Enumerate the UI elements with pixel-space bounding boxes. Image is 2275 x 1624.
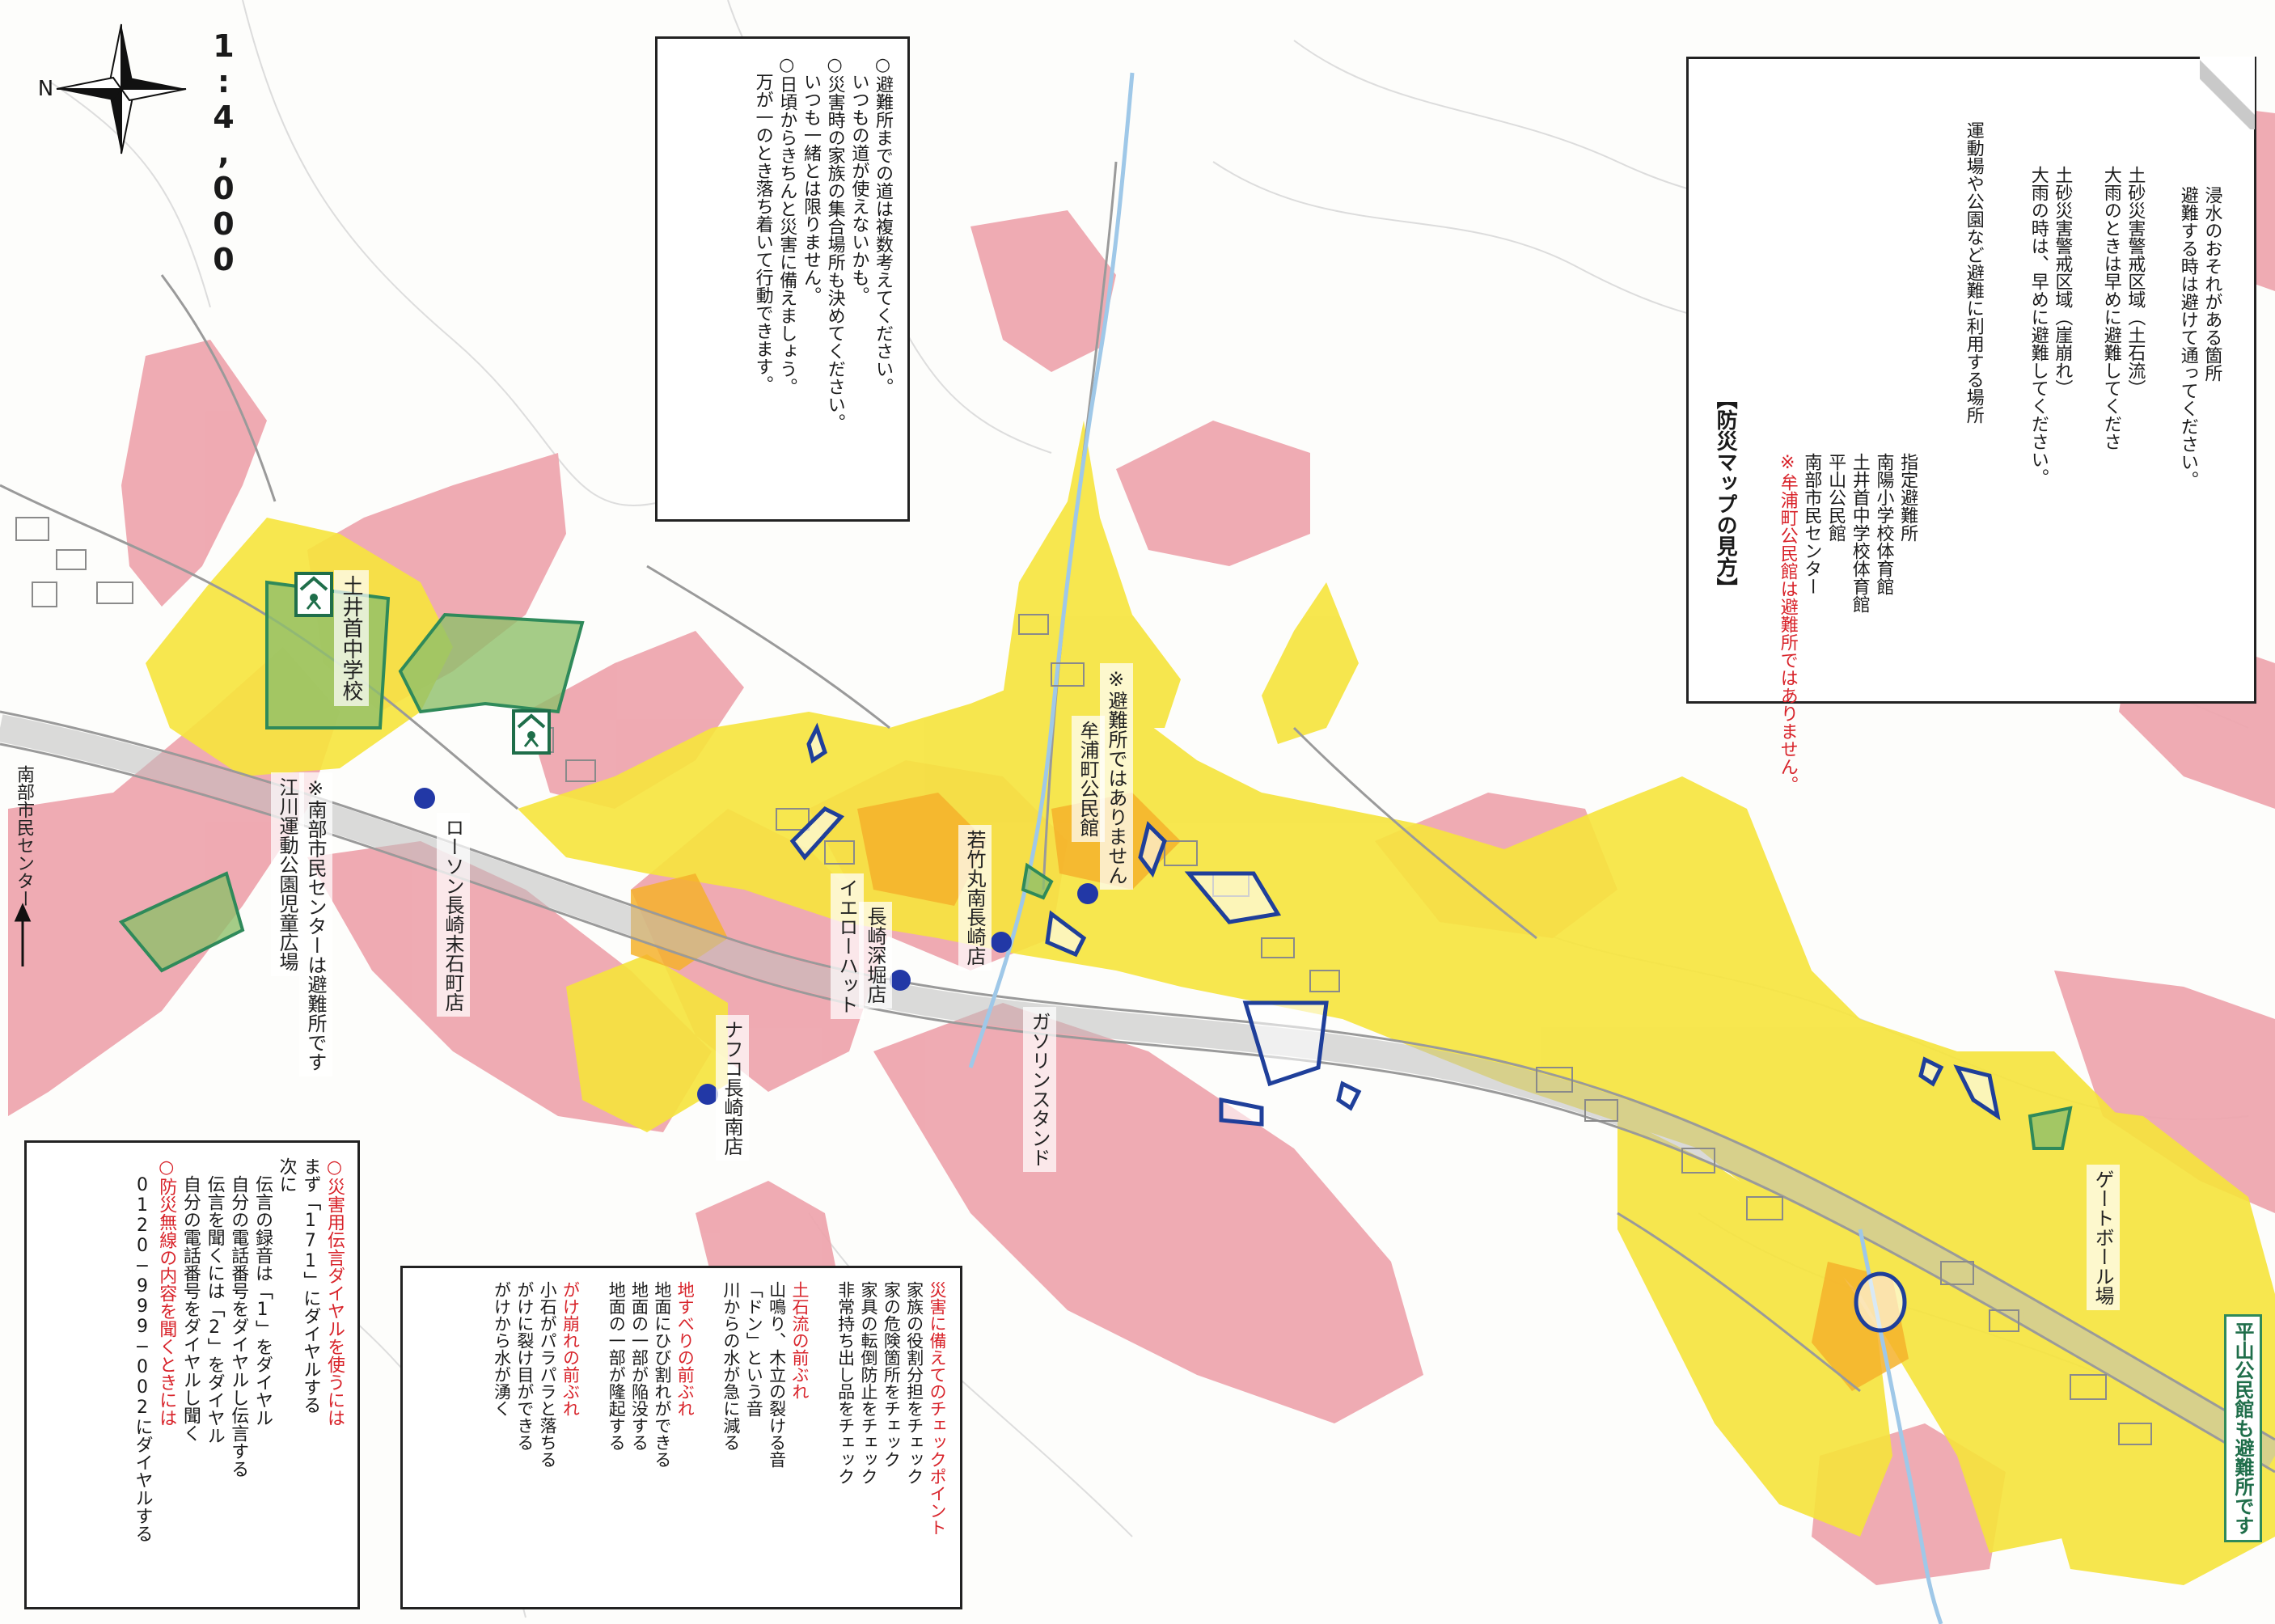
legend-shelter-line: 平山公民館: [1825, 453, 1846, 542]
dial-line: まず「171」にダイヤルする: [300, 1157, 321, 1414]
dial-line: 伝言の録音は「1」をダイヤル: [252, 1157, 273, 1427]
legend-shelter-text: 指定避難所 南陽小学校体育館 土井首中学校体育館 平山公民館 南部市民センター …: [1775, 453, 1919, 793]
label-egawa-note: ※南部市民センターは避難所です: [299, 772, 332, 1076]
label-muro-note: ※避難所ではありません: [1100, 663, 1133, 890]
main-road: [0, 714, 2275, 1468]
debris-omen-line: 山鳴り、木立の裂ける音: [767, 1281, 787, 1468]
flood-risk-areas: [789, 722, 2001, 1333]
check-line: 家具の転倒防止をチェック: [858, 1281, 878, 1485]
map-scale: 1:4,000: [205, 28, 242, 277]
label-wakatake: 若竹丸南長崎店: [958, 825, 992, 971]
check-title: 災害に備えてのチェックポイント: [928, 1281, 947, 1536]
buildings: [15, 517, 2152, 1445]
north-label: N: [33, 77, 58, 101]
radio-line: 0120−999−002にダイヤルする: [132, 1157, 153, 1542]
dial-line: 自分の電話番号をダイヤルし聞く: [180, 1157, 201, 1442]
legend-shelter-line: 指定避難所: [1897, 453, 1918, 542]
legend-shelter-line: 南部市民センター: [1801, 453, 1822, 595]
legend-debris-line: 土砂災害警戒区域（土石流）: [2125, 166, 2146, 397]
check-line: 家の危険箇所をチェック: [882, 1281, 902, 1468]
tips-panel: ○避難所までの道は複数考えてください。 いつもの道が使えないかも。 ○災害時の家…: [655, 36, 910, 522]
spacer: [582, 1281, 605, 1594]
tip-line: ○日頃からきちんと災害に備えましょう。: [776, 55, 797, 395]
label-yellowhat-2: 長崎深堀店: [859, 902, 892, 1009]
shelter-icon-center: [512, 709, 551, 755]
legend-shelter-note: ※牟浦町公民館は避難所ではありません。: [1777, 453, 1798, 793]
radio-title: ○防災無線の内容を聞くときには: [156, 1157, 177, 1427]
legend-flood-line: 浸水のおそれがある箇所: [2201, 186, 2222, 382]
label-lawson: ローソン長崎末石町店: [437, 813, 470, 1017]
shelter-icon-school: [294, 572, 333, 617]
dial-line: 自分の電話番号をダイヤルし伝言する: [228, 1157, 249, 1478]
slide-omen-title: 地すべりの前ぶれ: [675, 1281, 696, 1417]
slide-omen-line: 地面にひび割れができる: [652, 1281, 672, 1468]
label-gas: ガソリンスタンド: [1023, 1007, 1056, 1172]
cliff-omen-line: がけに裂け目ができる: [514, 1281, 535, 1451]
legend-flood-text: 浸水のおそれがある箇所 避難する時は避けて通ってください。: [2176, 186, 2223, 488]
tip-line: いつもの道が使えないかも。: [848, 55, 869, 304]
legend-debris-line: 大雨のときは早めに避難してくださ: [2100, 166, 2121, 450]
cliff-omen-title: がけ崩れの前ぶれ: [560, 1281, 581, 1417]
check-line: 家族の役割分担をチェック: [904, 1281, 924, 1485]
dial-panel: ○災害用伝言ダイヤルを使うには まず「171」にダイヤルする 次に 伝言の録音は…: [24, 1140, 360, 1609]
debris-omen-line: 川からの水が急に減る: [721, 1281, 741, 1451]
tip-line: いつも一緒とは限りません。: [800, 55, 821, 304]
dial-title: ○災害用伝言ダイヤルを使うには: [324, 1157, 345, 1427]
checkpoint-panel: 災害に備えてのチェックポイント 家族の役割分担をチェック 家の危険箇所をチェック…: [400, 1266, 962, 1609]
north-arrow-icon: [56, 23, 187, 154]
debris-omen-line: 「ドン」という音: [744, 1281, 764, 1417]
check-line: 非常持ち出し品をチェック: [835, 1281, 856, 1485]
legend-landslide-line: 土砂災害警戒区域（崖崩れ）: [2052, 166, 2073, 397]
facility-points: [414, 788, 1098, 1105]
legend-landslide-text: 土砂災害警戒区域（崖崩れ） 大雨の時は、早めに避難してください。: [2026, 166, 2074, 486]
legend-park-line: 運動場や公園など避難に利用する場所: [1963, 121, 1984, 424]
legend-flood-line: 避難する時は避けて通ってください。: [2177, 186, 2198, 488]
label-muro-hall: 牟浦町公民館: [1072, 716, 1105, 842]
cliff-omen-line: 小石がパラパラと落ちる: [538, 1281, 558, 1468]
label-egawa-park: 江川運動公園児童広場: [271, 772, 304, 976]
tip-line: ○災害時の家族の集合場所も決めてください。: [824, 55, 845, 431]
legend-debris-text: 土砂災害警戒区域（土石流） 大雨のときは早めに避難してくださ: [2099, 166, 2146, 450]
tip-line: 万が一のとき落ち着いて行動できます。: [752, 55, 773, 393]
slide-omen-line: 地面の一部が陥没する: [629, 1281, 649, 1451]
spacer: [696, 1281, 719, 1594]
slide-omen-line: 地面の一部が隆起する: [607, 1281, 627, 1451]
cliff-omen-line: がけから水が湧く: [492, 1281, 512, 1417]
legend-title: 【防災マップの見方】: [1713, 388, 1738, 598]
legend-landslide-line: 大雨の時は、早めに避難してください。: [2028, 166, 2049, 486]
legend-shelter-line: 土井首中学校体育館: [1849, 453, 1870, 613]
label-yellowhat-1: イエローハット: [831, 873, 864, 1019]
legend-panel: [1686, 57, 2256, 704]
dial-line: 伝言を聞くには「2」をダイヤル: [204, 1157, 225, 1444]
legend-curl-icon: [2200, 57, 2255, 129]
legend-shelter-line: 南陽小学校体育館: [1873, 453, 1894, 595]
debris-omen-title: 土石流の前ぶれ: [789, 1281, 810, 1400]
legend-park-text: 運動場や公園など避難に利用する場所: [1961, 121, 1985, 424]
label-nanbu-center: 南部市民センター: [14, 765, 34, 907]
label-nafco: ナフコ長崎南店: [716, 1015, 749, 1161]
label-gateball: ゲートボール場: [2087, 1165, 2120, 1310]
arrow-icon: [14, 903, 32, 966]
label-doi-school: 土井首中学校: [334, 570, 369, 706]
spacer: [811, 1281, 834, 1594]
dial-line: 次に: [276, 1157, 297, 1193]
label-hirayama-note: 平山公民館も避難所です: [2224, 1314, 2262, 1542]
tip-line: ○避難所までの道は複数考えてください。: [873, 55, 893, 395]
